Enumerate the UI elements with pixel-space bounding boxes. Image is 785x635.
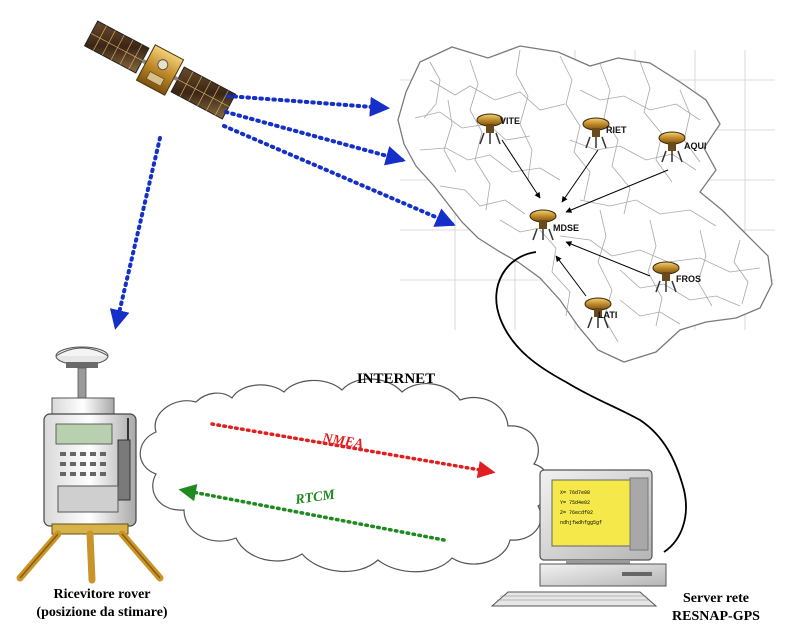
rtcm-message: RTCM [178,484,446,542]
station-links [501,139,669,297]
station-vite: VITE [476,113,520,145]
server-screen-line-2: Y= 75d4e02 [560,500,590,506]
satellite-links [109,94,456,330]
server-caption-line-2: RESNAP-GPS [672,608,760,624]
rtcm-label: RTCM [293,488,336,509]
satellite-link-map-3 [222,124,456,227]
nmea-message: NMEA [210,422,496,479]
server-computer-icon: X= 76d7e08 Y= 75d4e02 Z= 76ecdf02 ndhjfw… [490,469,667,607]
network-cable [495,251,687,553]
rover-receiver-icon [16,346,164,584]
municipal-boundaries [414,49,761,343]
server-caption-line-1: Server rete [683,591,749,606]
station-label-riet: RIET [606,125,627,135]
nmea-arrow [210,422,496,479]
nmea-label: NMEA [320,431,364,452]
station-label-aqui: AQUI [684,141,707,151]
station-label-vite: VITE [500,116,520,126]
satellite-icon [83,20,237,120]
rover-caption-line-2: (posizione da stimare) [36,604,168,620]
server-screen-line-3: Z= 76ecdf02 [560,510,593,516]
internet-label: INTERNET [356,371,436,387]
station-aqui: AQUI [658,131,707,163]
satellite-link-rover [109,136,162,330]
station-lati: LATI [584,297,617,329]
satellite-link-map-1 [226,94,390,117]
station-riet: RIET [582,117,627,149]
rtcm-arrow [178,484,446,542]
station-mdse: MDSE [529,209,579,241]
satellite-link-map-2 [224,110,406,166]
server-caption: Server rete RESNAP-GPS [656,590,776,625]
rover-caption: Ricevitore rover (posizione da stimare) [12,586,192,621]
station-label-lati: LATI [598,310,617,320]
station-label-fros: FROS [676,274,701,284]
station-label-mdse: MDSE [553,223,579,233]
internet-cloud [139,378,551,573]
station-fros: FROS [652,261,701,293]
gps-stations: VITE RIET AQUI MDSE FROS [476,113,707,329]
server-screen-line-4: ndhjfwdhfgg5gf [560,520,602,526]
server-screen-line-1: X= 76d7e08 [560,490,590,496]
rover-caption-line-1: Ricevitore rover [53,587,151,602]
